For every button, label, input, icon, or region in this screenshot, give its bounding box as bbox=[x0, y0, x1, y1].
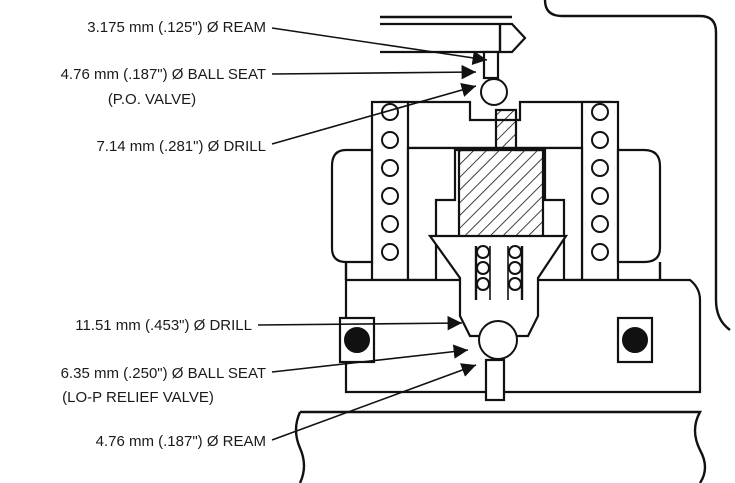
label-po-valve: (P.O. VALVE) bbox=[108, 91, 196, 108]
label-ball-seat-476: 4.76 mm (.187") Ø BALL SEAT bbox=[61, 66, 266, 83]
label-drill-714: 7.14 mm (.281") Ø DRILL bbox=[96, 138, 266, 155]
callout-labels: 3.175 mm (.125") Ø REAM 4.76 mm (.187") … bbox=[61, 19, 266, 450]
left-column-spring bbox=[381, 103, 399, 261]
base-plate bbox=[300, 410, 707, 483]
left-body-block bbox=[330, 148, 374, 264]
inner-chamber bbox=[427, 234, 569, 338]
relief-valve-ball bbox=[478, 320, 518, 360]
ream-stem bbox=[482, 50, 500, 80]
leader-lines bbox=[257, 27, 488, 441]
po-valve-ball bbox=[480, 78, 508, 106]
housing-outline bbox=[543, 0, 731, 331]
base-plate-left-edge bbox=[294, 411, 306, 483]
label-ream-3175: 3.175 mm (.125") Ø REAM bbox=[87, 19, 266, 36]
label-lo-p-relief-valve: (LO-P RELIEF VALVE) bbox=[62, 389, 214, 406]
label-drill-1151: 11.51 mm (.453") Ø DRILL bbox=[75, 317, 252, 334]
left-oring bbox=[344, 327, 370, 353]
lower-bore bbox=[484, 358, 506, 402]
right-column-spring bbox=[591, 103, 609, 261]
right-body-block bbox=[616, 148, 662, 264]
relief-spring-coils bbox=[476, 245, 522, 291]
label-ball-seat-635: 6.35 mm (.250") Ø BALL SEAT bbox=[61, 365, 266, 382]
ream-pin bbox=[380, 22, 527, 54]
right-oring bbox=[622, 327, 648, 353]
label-ream-476: 4.76 mm (.187") Ø REAM bbox=[96, 433, 266, 450]
